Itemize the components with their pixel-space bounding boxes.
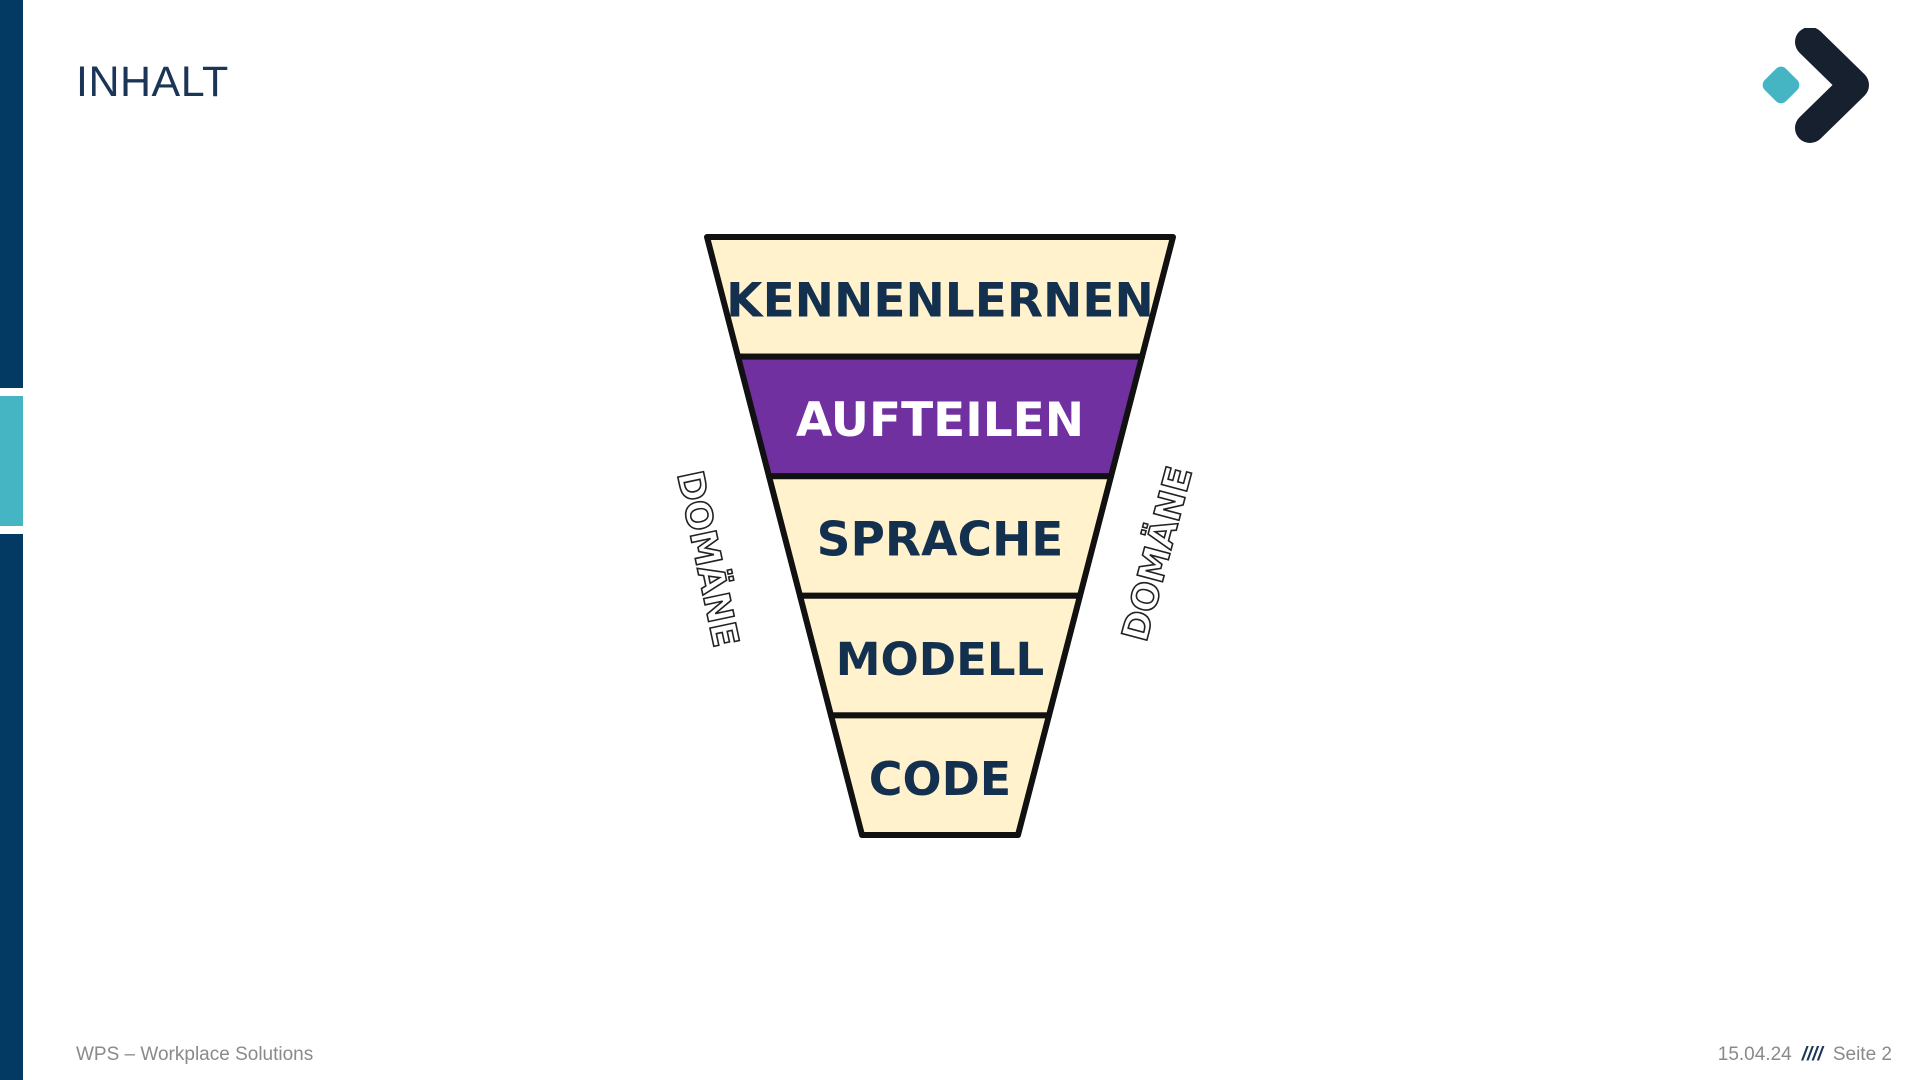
footer-meta: 15.04.24 //// Seite 2 bbox=[1718, 1044, 1892, 1066]
wps-logo-icon bbox=[1762, 28, 1869, 143]
funnel-level-label: CODE bbox=[869, 752, 1011, 806]
side-label-right: DOMÄNE bbox=[1114, 462, 1201, 646]
side-bar-top bbox=[0, 0, 23, 388]
funnel-level-label: KENNENLERNEN bbox=[726, 273, 1154, 328]
footer-company: WPS – Workplace Solutions bbox=[76, 1044, 314, 1065]
footer-date: 15.04.24 bbox=[1717, 1044, 1792, 1065]
footer-separator: //// bbox=[1801, 1044, 1823, 1065]
page-title: INHALT bbox=[76, 58, 229, 106]
funnel-level-5 bbox=[828, 712, 1052, 838]
domain-funnel-diagram: KENNENLERNEN AUFTEILEN SPRACHE MODELL CODE D… bbox=[668, 234, 1202, 838]
funnel-level-label: SPRACHE bbox=[817, 513, 1064, 568]
funnel-level-label: AUFTEILEN bbox=[796, 393, 1084, 448]
footer-page-number: Seite 2 bbox=[1832, 1044, 1892, 1065]
side-bar-bottom bbox=[0, 534, 23, 1080]
funnel-level-label: MODELL bbox=[836, 633, 1044, 686]
side-bar-accent bbox=[0, 396, 23, 526]
side-label-left: DOMÄNE bbox=[668, 467, 746, 651]
